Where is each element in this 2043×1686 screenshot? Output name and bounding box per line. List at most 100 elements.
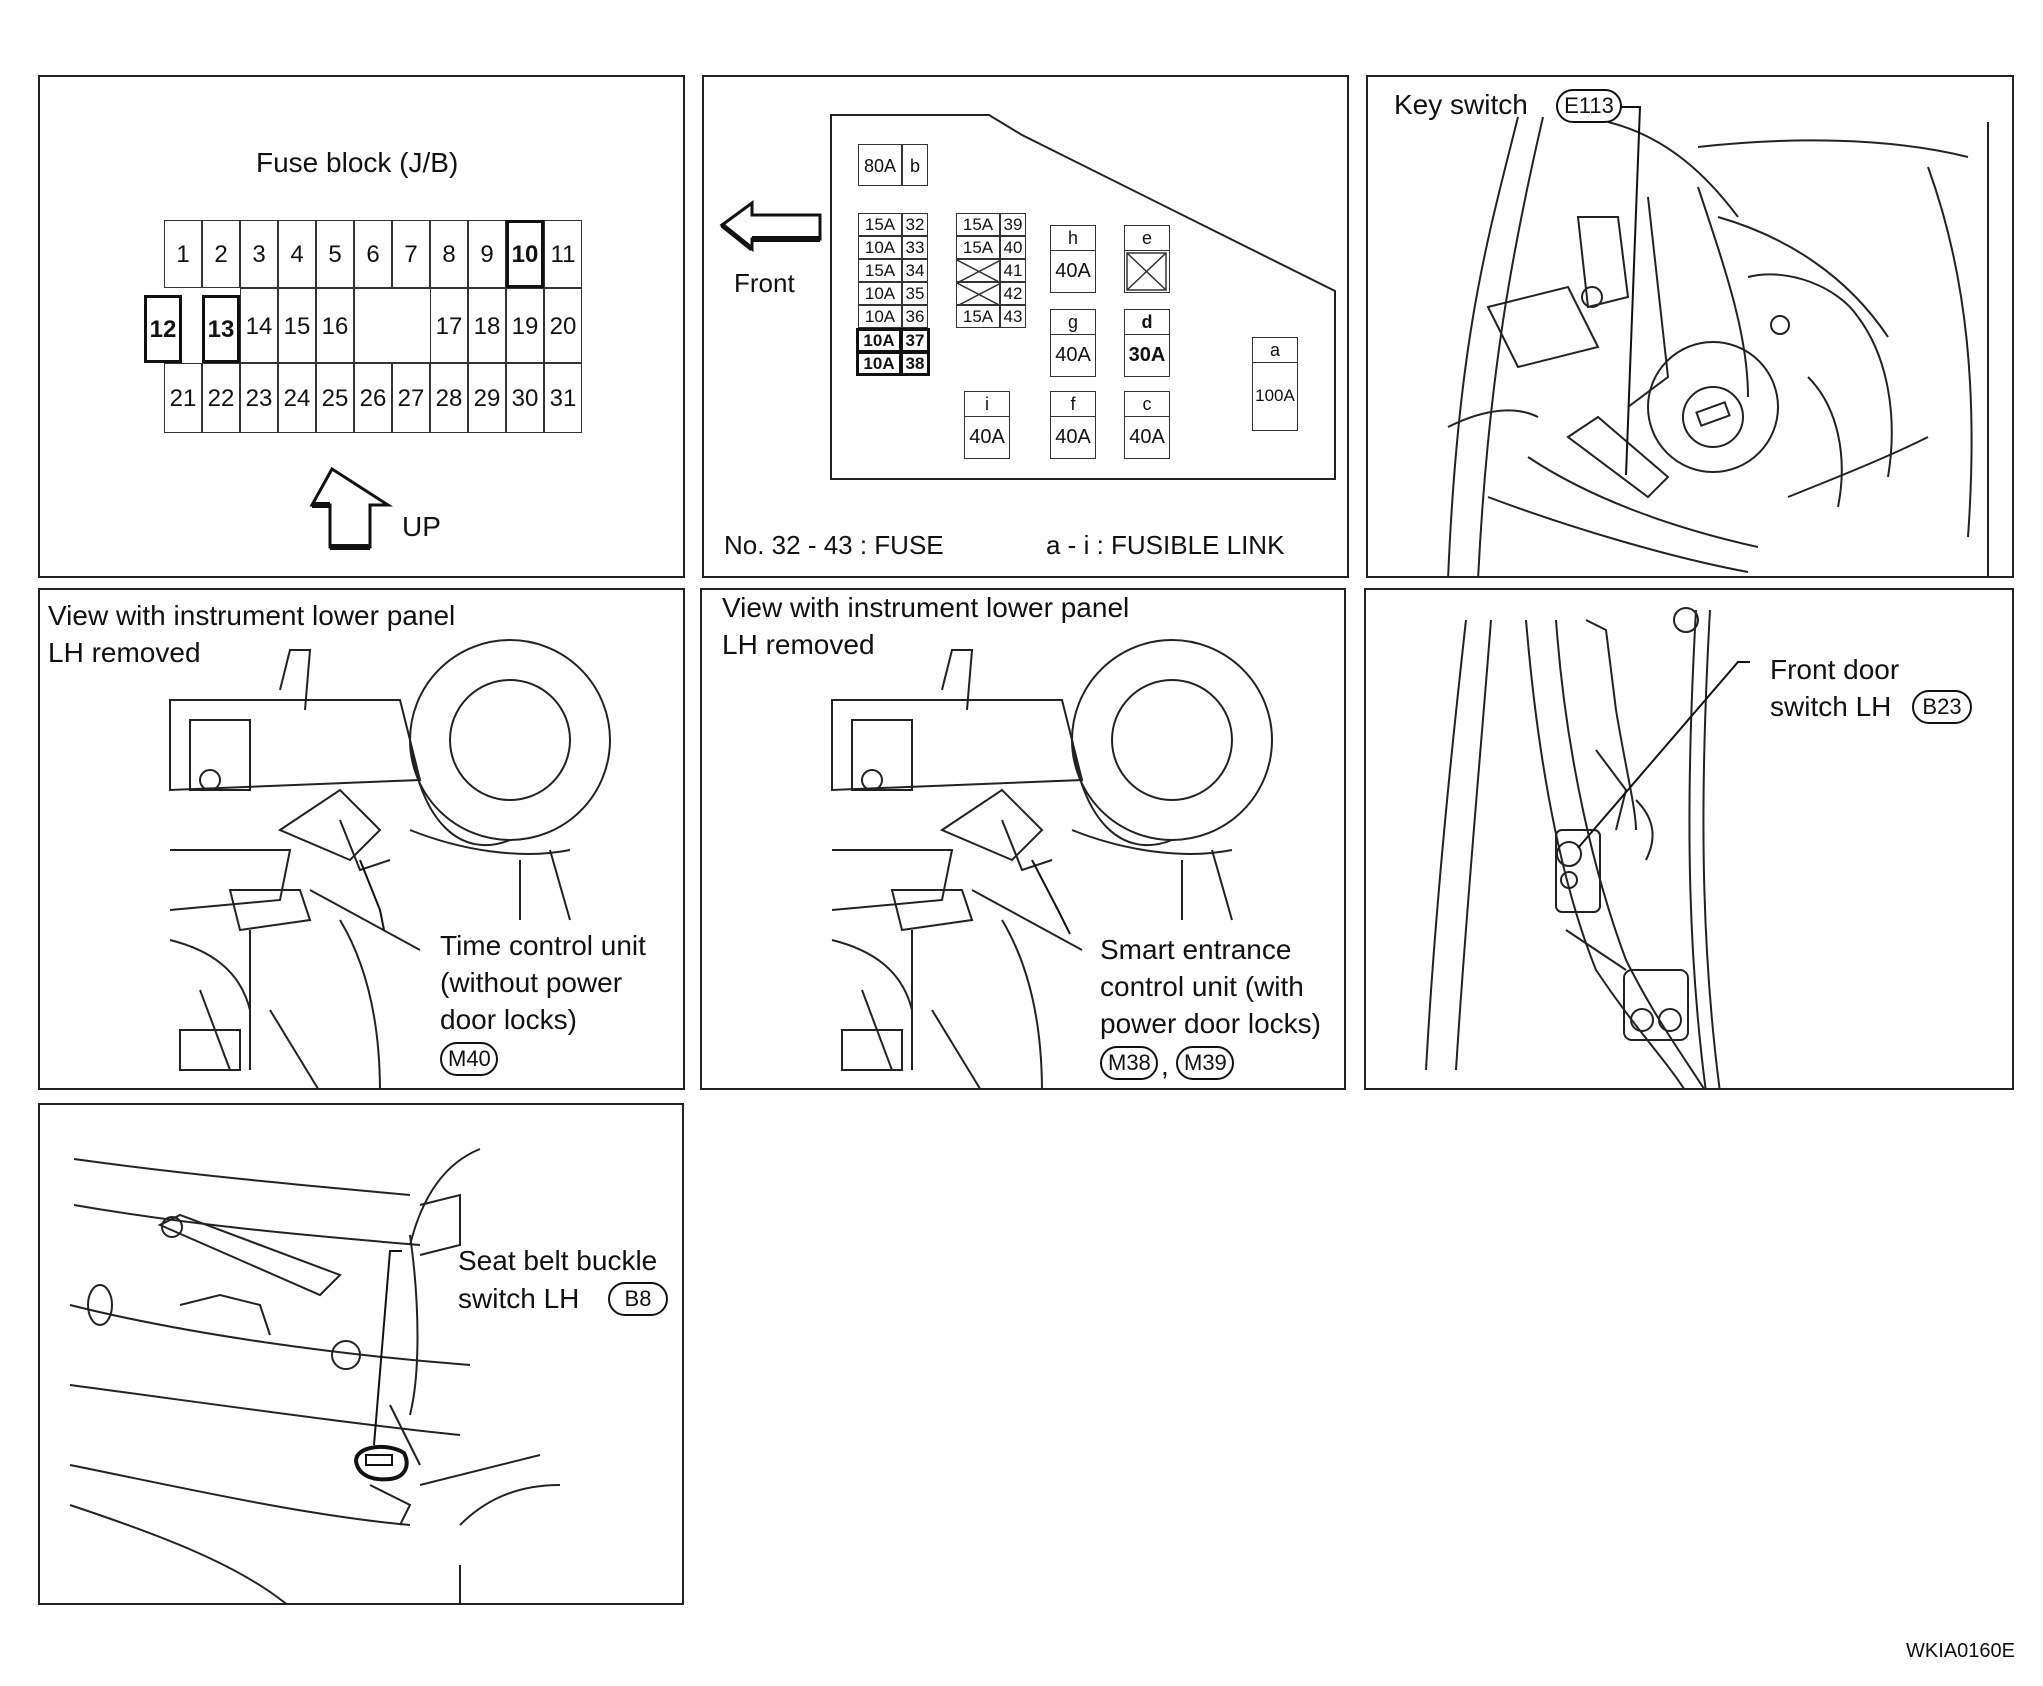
fuse-cell: 28: [430, 363, 468, 433]
up-label: UP: [402, 511, 441, 542]
link-amp: 40A: [1055, 426, 1091, 448]
fuse-no: 34: [902, 259, 928, 282]
fuse-cell: 31: [544, 363, 582, 433]
connector-separator: ,: [1161, 1050, 1169, 1081]
view-header-line2: LH removed: [722, 629, 875, 660]
fuse-no: 41: [1000, 259, 1026, 282]
link-id: g: [1051, 310, 1095, 335]
link-amp: 100A: [1255, 386, 1295, 405]
fuse-cell: 5: [316, 220, 354, 288]
link-amp: 40A: [969, 426, 1005, 448]
fusible-link-i: i 40A: [964, 391, 1010, 459]
seat-area-illustration: [69, 1148, 561, 1603]
fuse-cell: 20: [544, 288, 582, 363]
fuse-amp-highlighted: 10A: [856, 351, 902, 376]
view-header-line2: LH removed: [48, 637, 201, 668]
fusible-link-f: f 40A: [1050, 391, 1096, 459]
empty-slot-x-icon: [957, 283, 1001, 306]
time-control-label-2: (without power: [440, 967, 623, 998]
fuse-amp: 10A: [858, 282, 902, 305]
fuse-no: 43: [1000, 305, 1026, 328]
fuse-amp: 15A: [858, 259, 902, 282]
fuse-amp-highlighted: 10A: [856, 328, 902, 353]
fuse-no-highlighted: 37: [900, 328, 930, 353]
link-id: e: [1125, 226, 1169, 251]
fuse-cell: 2: [202, 220, 240, 288]
front-door-label-2: switch LH: [1770, 691, 1892, 722]
up-arrow-icon: [309, 466, 394, 550]
fuse-empty-slot: [956, 282, 1001, 306]
smart-entrance-label-1: Smart entrance: [1100, 934, 1292, 965]
fuse-cell: 29: [468, 363, 506, 433]
fusible-link-h: h 40A: [1050, 225, 1096, 293]
fuse-amp: 15A: [956, 305, 1000, 328]
connector-badge: M38: [1100, 1046, 1158, 1080]
fuse-box-outline: [719, 114, 1336, 480]
fusible-link-box-panel: Front 80A b 15A 32 10A 33 15A 34 10A 35 …: [702, 75, 1349, 578]
empty-link-x-icon: [1126, 252, 1167, 291]
fusible-link-g: g 40A: [1050, 309, 1096, 377]
fuse-legend: No. 32 - 43 : FUSE: [724, 530, 944, 560]
fuse-no: 42: [1000, 282, 1026, 305]
front-label: Front: [734, 268, 795, 298]
steering-column-illustration: [1447, 106, 1989, 576]
fuse-no: 32: [902, 213, 928, 236]
empty-slot-x-icon: [957, 260, 1001, 283]
fusible-link-a: a 100A: [1252, 337, 1298, 431]
connector-badge: E113: [1556, 89, 1622, 123]
fuse-cell-highlighted: 10: [506, 220, 544, 288]
fuse-no: 33: [902, 236, 928, 259]
dashboard-illustration: [169, 639, 611, 1088]
fuse-cell: 22: [202, 363, 240, 433]
fuse-cell: 1: [164, 220, 202, 288]
link-id: f: [1051, 392, 1095, 417]
time-control-label-3: door locks): [440, 1004, 577, 1035]
figure-code: WKIA0160E: [1906, 1640, 2015, 1662]
fuse-amp: 15A: [956, 236, 1000, 259]
fusible-link-c: c 40A: [1124, 391, 1170, 459]
fuse-amp: 10A: [858, 305, 902, 328]
fuse-cell: 21: [164, 363, 202, 433]
seat-belt-buckle-panel: Seat belt buckle switch LH B8: [38, 1103, 684, 1605]
connector-badge: B8: [608, 1282, 668, 1316]
smart-entrance-label-3: power door locks): [1100, 1008, 1321, 1039]
connector-badge: M40: [440, 1042, 498, 1076]
fuse-amp: 15A: [956, 213, 1000, 236]
fuse-empty-slot: [956, 259, 1001, 283]
connector-badge: B23: [1912, 690, 1972, 724]
link-id: d: [1125, 310, 1169, 335]
fuse-cell: 4: [278, 220, 316, 288]
seat-belt-label-1: Seat belt buckle: [458, 1245, 658, 1276]
fusible-link-legend: a - i : FUSIBLE LINK: [1046, 530, 1285, 560]
fuse-no: 39: [1000, 213, 1026, 236]
fuse-cell: 11: [544, 220, 582, 288]
link-amp: 30A: [1128, 344, 1166, 366]
fuse-block-panel: Fuse block (J/B) 1 2 3 4 5 6 7 8 9 10 11…: [38, 75, 685, 578]
link-id: a: [1253, 338, 1297, 363]
fuse-cell: 15: [278, 288, 316, 363]
link-amp: 40A: [1055, 260, 1091, 282]
fusible-link-e: e: [1124, 225, 1170, 293]
fuse-cell-highlighted: 13: [202, 295, 240, 363]
fusible-link-d: d 30A: [1124, 309, 1170, 377]
fuse-cell: 9: [468, 220, 506, 288]
door-pillar-illustration: [1425, 607, 1750, 1088]
front-door-label-1: Front door: [1770, 654, 1900, 685]
fuse-no: 36: [902, 305, 928, 328]
fuse-cell: 14: [240, 288, 278, 363]
fuse-no: 40: [1000, 236, 1026, 259]
fuse-amp: 10A: [858, 236, 902, 259]
fuse-amp: 15A: [858, 213, 902, 236]
fuse-cell: 25: [316, 363, 354, 433]
time-control-unit-panel: View with instrument lower panel LH remo…: [38, 588, 685, 1090]
fuse-cell: 7: [392, 220, 430, 288]
fuse-cell: 8: [430, 220, 468, 288]
fuse-cell-highlighted: 12: [144, 295, 182, 363]
time-control-label-1: Time control unit: [440, 930, 646, 961]
fuse-cell: 17: [430, 288, 468, 363]
fuse-cell: 18: [468, 288, 506, 363]
fuse-cell: 30: [506, 363, 544, 433]
fuse-cell: 19: [506, 288, 544, 363]
front-door-switch-panel: Front door switch LH B23: [1364, 588, 2014, 1090]
seat-belt-label-2: switch LH: [458, 1283, 580, 1314]
